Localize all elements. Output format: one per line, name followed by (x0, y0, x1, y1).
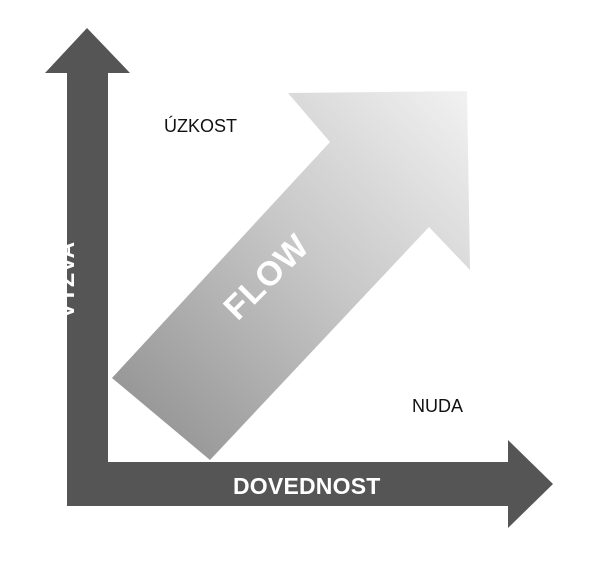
challenge-axis-label: VÝZVA (52, 241, 79, 319)
skill-axis-arrow (67, 440, 553, 528)
challenge-axis-arrow (45, 28, 130, 506)
challenge-axis-label-wrap: VÝZVA (52, 225, 92, 335)
boredom-region-label: NUDA (412, 396, 464, 416)
anxiety-region-label: ÚZKOST (164, 116, 238, 136)
flow-arrow (112, 91, 470, 460)
skill-axis-label: DOVEDNOST (233, 473, 381, 499)
